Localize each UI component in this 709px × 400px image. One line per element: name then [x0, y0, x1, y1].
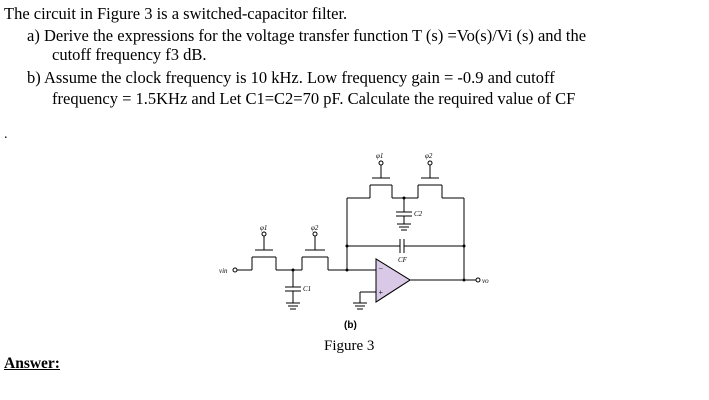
label-plus: + — [378, 288, 383, 297]
switched-capacitor-circuit: vin vo φ1 φ2 φ1 φ2 C1 C2 CF − + — [219, 152, 489, 310]
part-a-line-1: a) Derive the expressions for the voltag… — [27, 26, 586, 46]
label-vo: vo — [482, 277, 489, 285]
figure-caption: Figure 3 — [324, 338, 375, 354]
problem-intro: The circuit in Figure 3 is a switched-ca… — [4, 4, 348, 23]
label-minus: − — [378, 264, 383, 273]
answer-label: Answer: — [4, 355, 60, 372]
part-b-text-1: Assume the clock frequency is 10 kHz. Lo… — [43, 68, 555, 87]
figure-sublabel: (b) — [344, 320, 357, 331]
part-a-text-1: Derive the expressions for the voltage t… — [43, 26, 587, 45]
part-b-line-1: b) Assume the clock frequency is 10 kHz.… — [27, 68, 555, 88]
part-b-line-2: frequency = 1.5KHz and Let C1=C2=70 pF. … — [52, 89, 576, 108]
part-b-label: b) — [27, 68, 41, 87]
part-a-line-2: cutoff frequency f3 dB. — [52, 45, 207, 64]
label-cf: CF — [398, 256, 408, 264]
label-c1: C1 — [303, 285, 311, 293]
part-a-label: a) — [27, 26, 40, 45]
label-phi2-a: φ2 — [311, 224, 319, 232]
label-c2: C2 — [414, 210, 423, 218]
label-phi2-b: φ2 — [425, 152, 433, 160]
label-phi1-b: φ1 — [376, 152, 383, 160]
label-vin: vin — [219, 267, 228, 275]
stray-mark: . — [4, 127, 8, 142]
label-phi1-a: φ1 — [260, 224, 267, 232]
